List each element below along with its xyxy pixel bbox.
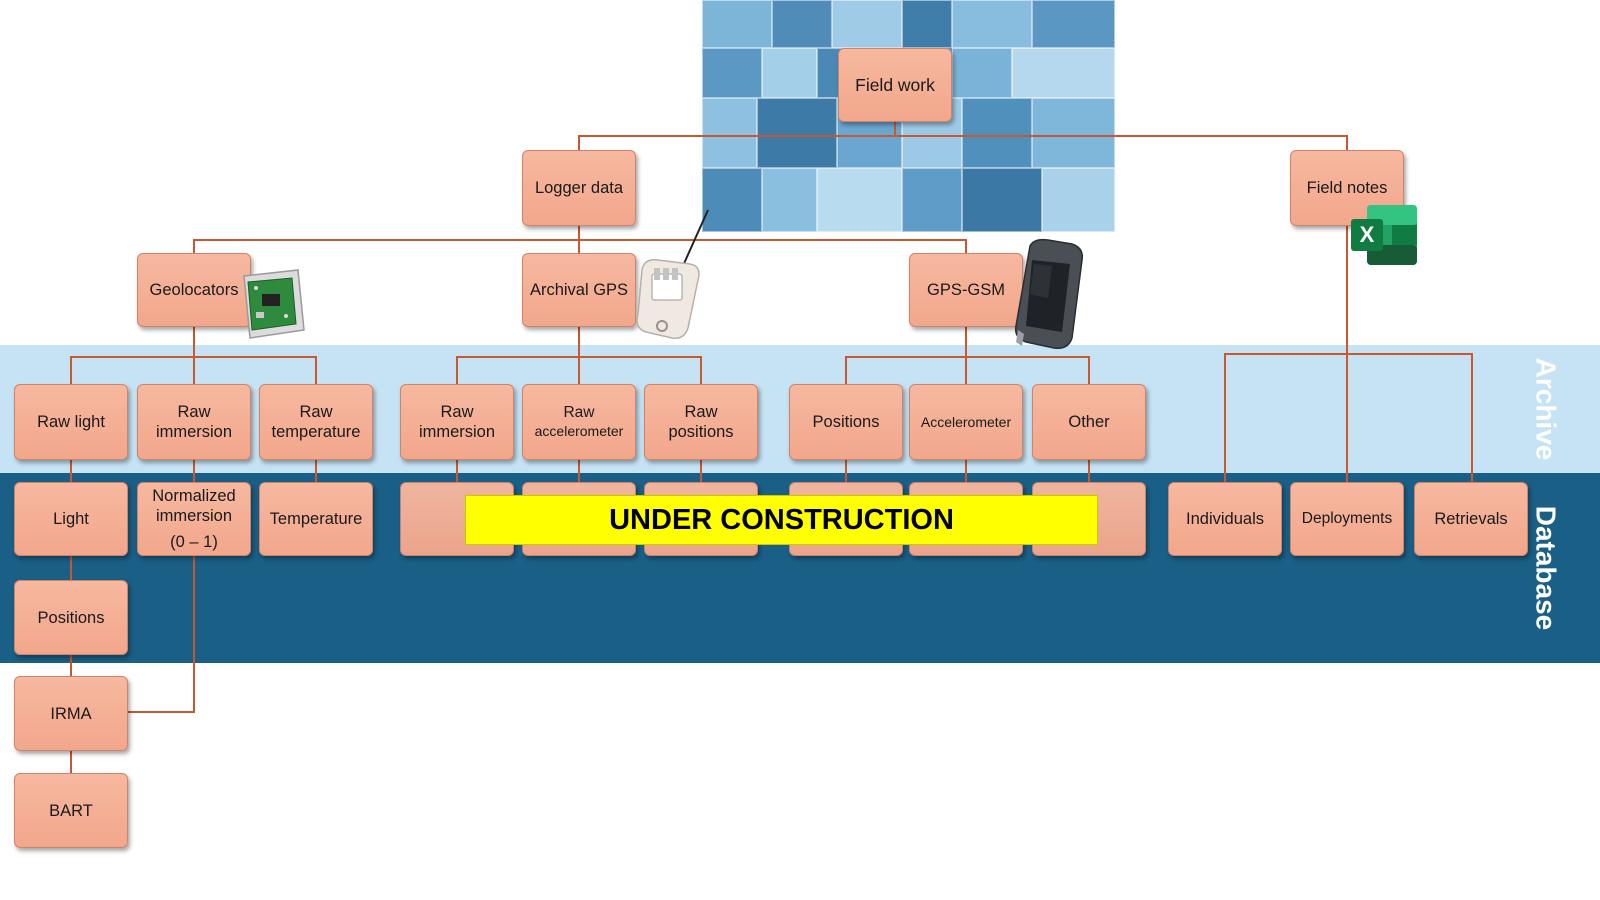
node-retrievals: Retrievals [1414,482,1528,556]
node-field-work: Field work [838,48,952,122]
archive-label: Archive [1530,357,1561,461]
node-raw-light: Raw light [14,384,128,460]
connector-logger-bar [193,239,967,253]
node-geolocators: Geolocators [137,253,251,327]
under-construction-banner: UNDER CONSTRUCTION [465,495,1098,545]
node-bart: BART [14,773,128,848]
node-irma: IRMA [14,676,128,751]
archival-gps-device-icon [632,208,712,348]
node-archival-gps: Archival GPS [522,253,636,327]
node-positions-gsm: Positions [789,384,903,460]
node-gps-gsm: GPS-GSM [909,253,1023,327]
excel-icon: X [1351,205,1419,267]
node-individuals: Individuals [1168,482,1282,556]
excel-letter: X [1360,222,1375,247]
node-field-notes: Field notes [1290,150,1404,226]
node-temperature: Temperature [259,482,373,556]
node-logger-data: Logger data [522,150,636,226]
gps-gsm-device-icon [1012,238,1086,354]
geolocator-device-icon [236,266,308,342]
node-accelerometer: Accelerometer [909,384,1023,460]
node-positions-db: Positions [14,580,128,655]
field-photo-collage [702,0,1115,232]
node-light: Light [14,482,128,556]
node-other: Other [1032,384,1146,460]
node-deployments: Deployments [1290,482,1404,556]
